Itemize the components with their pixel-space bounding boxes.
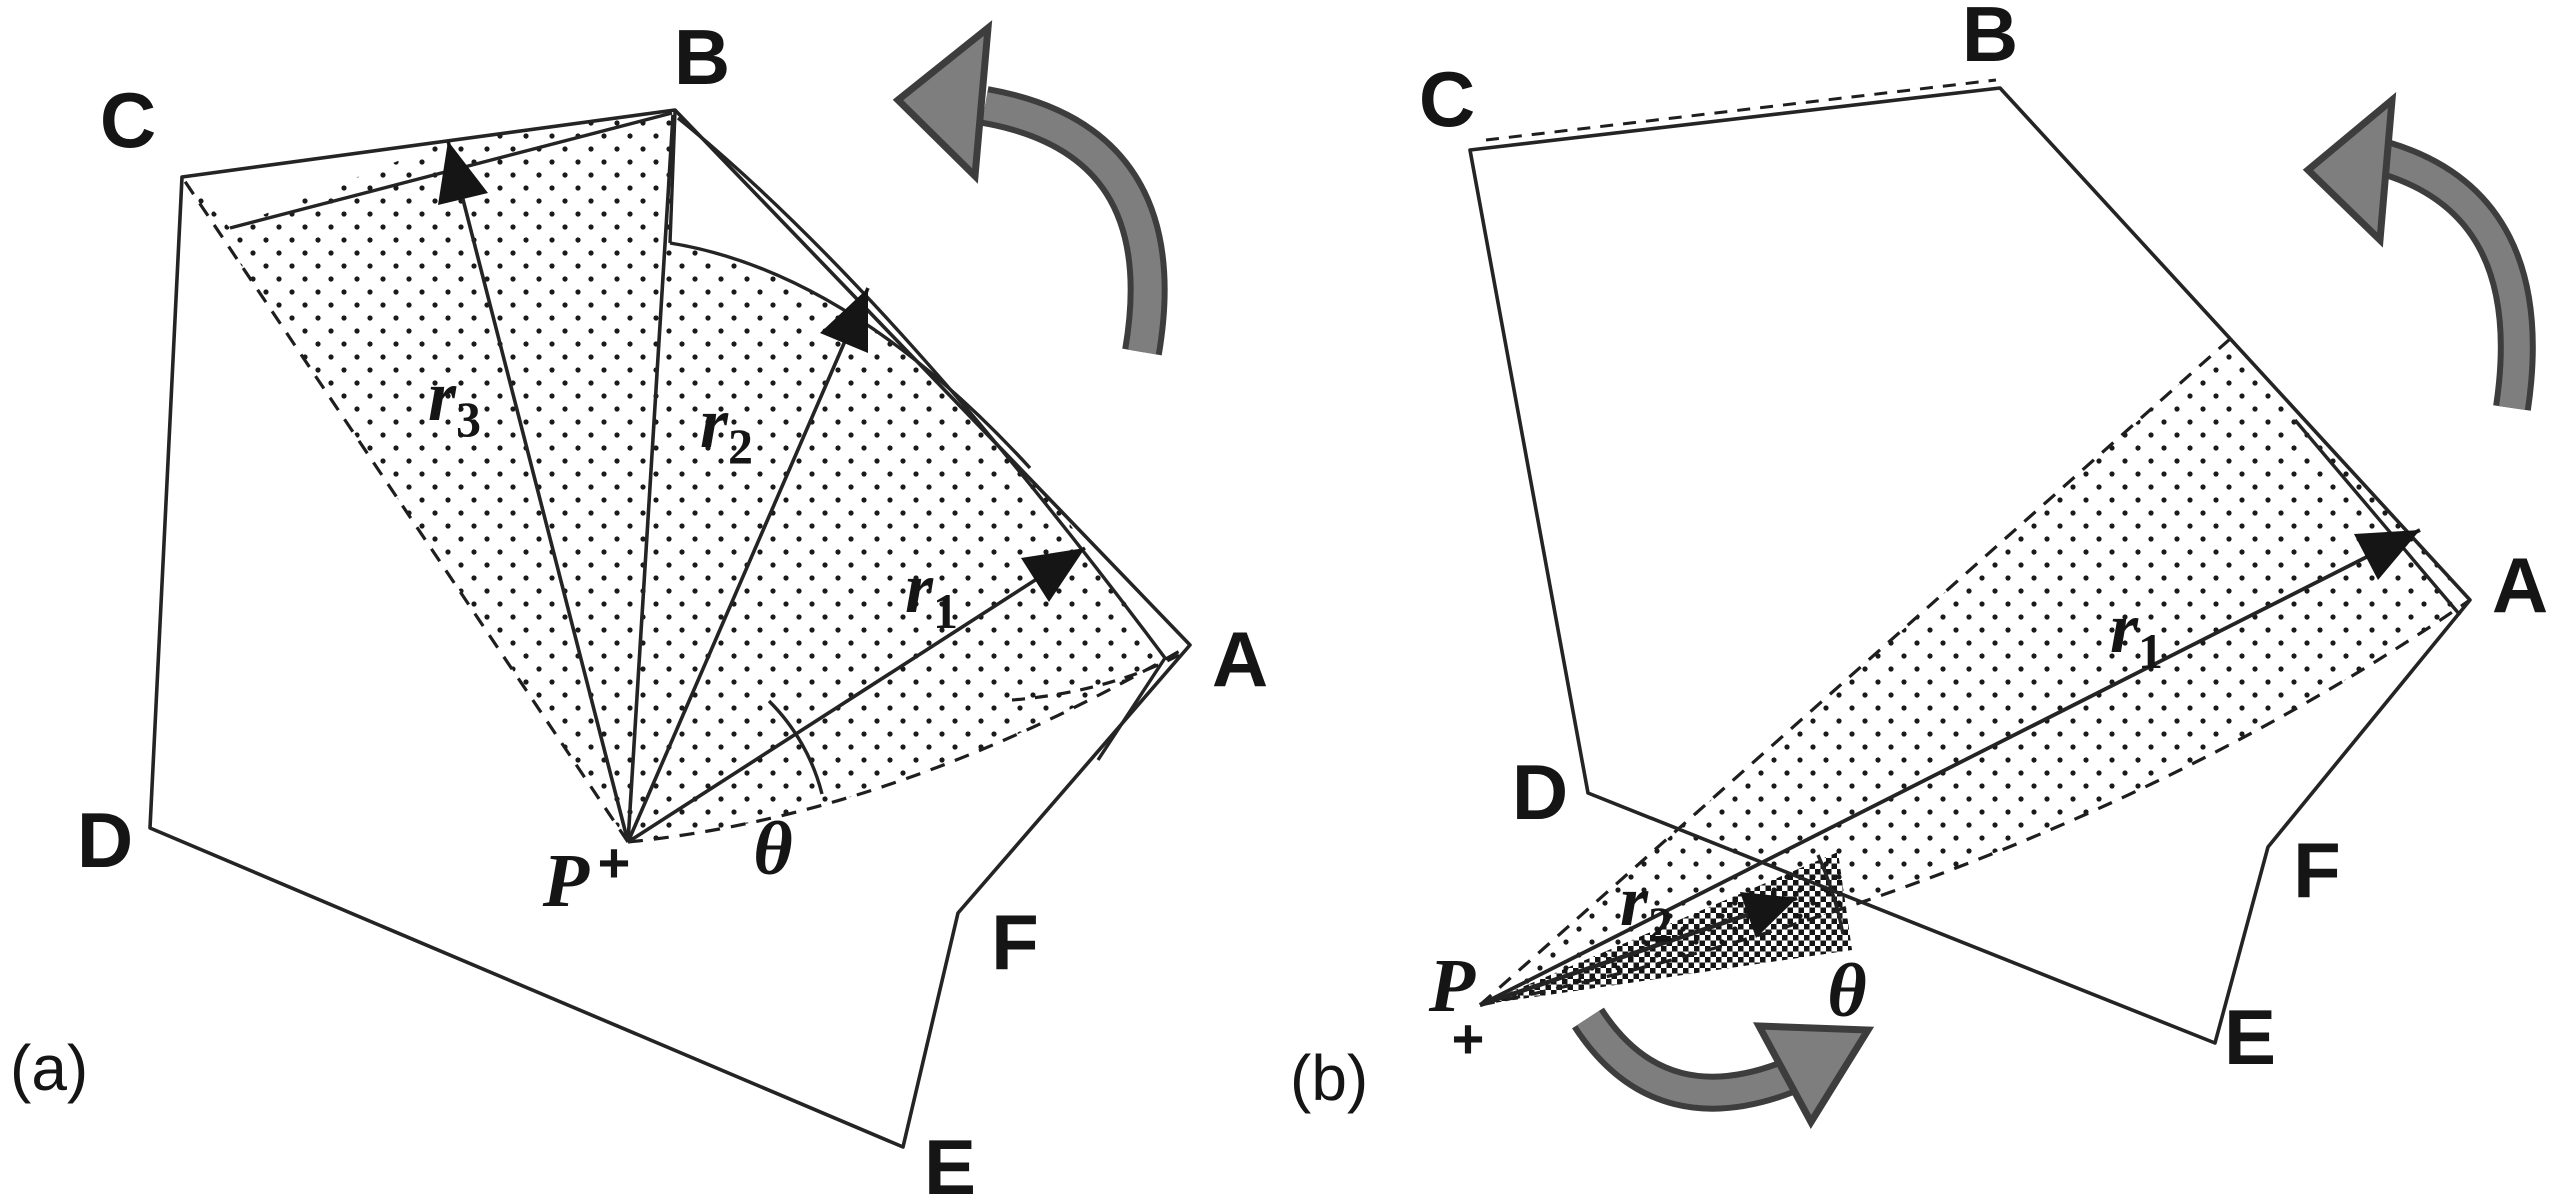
angle-label-a: θ (753, 807, 792, 891)
vertex-label-b-C: C (1419, 55, 1475, 143)
center-point-mark-b: + (1452, 1007, 1485, 1070)
center-point-label-a: P (542, 839, 590, 923)
dashed-upper-boundary-b (1478, 337, 2232, 1007)
center-point-label-b: P (1428, 944, 1476, 1028)
vertex-label-b-D: D (1512, 748, 1568, 836)
vertex-label-a-B: B (674, 13, 730, 101)
dashed-rotated-edge-CB-b (1485, 78, 1997, 142)
radius-arrow-r2-shaft (626, 287, 870, 843)
angle-label-b: θ (1827, 949, 1866, 1033)
vertex-label-b-B: B (1962, 0, 2018, 78)
radius-label-r2-b: r2 (1620, 861, 1673, 952)
radius-arrow-r3-shaft (446, 140, 630, 843)
vertex-label-b-F: F (2293, 826, 2341, 914)
radius-arrow-r1-shaft (627, 546, 1086, 844)
crosshatch-sector-fill-b (1480, 852, 1852, 1005)
radius-arrow-r1-head (1021, 548, 1085, 602)
rotation-ccw-arrow-icon-b-top (2302, 91, 2536, 411)
radius-label-r2-a: r2 (700, 383, 753, 474)
vertex-label-a-D: D (77, 796, 133, 884)
radius-label-r1-b: r1 (2110, 588, 2163, 679)
polygon-outline-b (1468, 86, 2472, 1045)
dashed-radius-PA (627, 643, 1191, 844)
panel-caption-b: (b) (1290, 1042, 1368, 1114)
vertex-label-a-A: A (1212, 615, 1268, 703)
center-point-mark-a: + (598, 831, 631, 894)
dashed-radius-PC (180, 176, 630, 843)
rotation-ccw-arrow-icon-a (892, 20, 1168, 356)
radius-arrow-r2-head (820, 288, 868, 353)
rotation-ccw-arrow-icon-b-bottom (1572, 1007, 1875, 1129)
panel-a: C B A D E F P + θ r3 r2 r1 (a) (10, 13, 1268, 1202)
radius-arrow-r1-shaft-b (1479, 528, 2421, 1007)
vertex-label-a-F: F (991, 898, 1039, 986)
dashed-arc-near-A (1011, 650, 1186, 702)
panel-caption-a: (a) (10, 1032, 88, 1104)
vertex-label-a-E: E (924, 1123, 976, 1202)
rotated-edge-BA-a (676, 116, 1167, 660)
radius-ray-PB-a (626, 114, 675, 843)
vertex-label-a-C: C (100, 76, 156, 164)
angle-arc-b (1816, 854, 1845, 935)
angle-arc-a (767, 699, 824, 795)
swept-sector-fill-b (1480, 339, 2470, 1005)
radius-arrow-r1-head-b (2354, 530, 2420, 580)
vertex-label-b-A: A (2492, 541, 2548, 629)
rotated-edge-AF-a (1096, 657, 1167, 761)
swept-sector-fill-a (182, 112, 1190, 842)
radius-label-r1-a: r1 (905, 548, 958, 639)
radius-arrow-r3-head (438, 141, 488, 205)
vertex-label-b-E: E (2224, 993, 2276, 1081)
rotated-edge-BA-b (2293, 418, 2462, 617)
polygon-outline-a (148, 108, 1192, 1149)
rotated-corner-B-a (668, 111, 677, 244)
radius-arrow-r2-head-b (1740, 892, 1797, 938)
radius-label-r3: r3 (428, 356, 481, 447)
panel-b: C B A D F E P + θ r2 r1 (b) (1290, 0, 2548, 1129)
radius-arrow-r2-shaft-b (1479, 895, 1798, 1008)
